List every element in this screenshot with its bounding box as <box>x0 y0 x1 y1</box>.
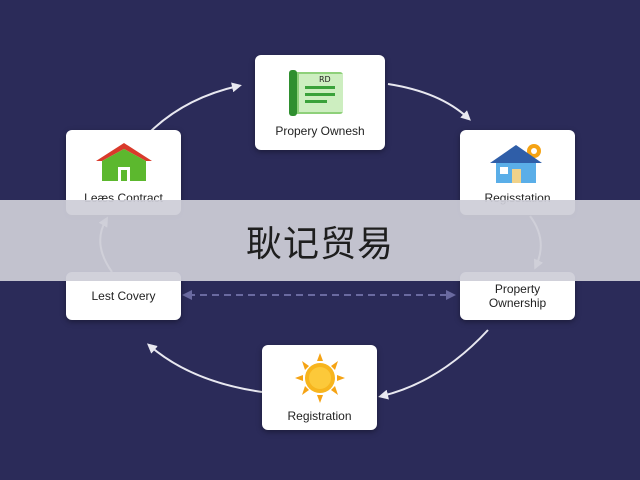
node-label: Propery Ownesh <box>275 123 365 138</box>
arrow-bottom-to-leftbottom <box>146 343 263 393</box>
arrow-top-to-righttop <box>387 83 471 121</box>
green-house-icon <box>95 142 152 181</box>
property-document-icon: RD <box>289 69 343 116</box>
arrow-lefttop-to-top <box>149 82 242 133</box>
node-label: Lest Covery <box>91 289 156 303</box>
node-property-ownership-top: RD Propery Ownesh <box>255 55 385 150</box>
banner-text: 耿记贸易 <box>245 223 394 265</box>
watermark-banner: 耿记贸易 <box>0 200 640 281</box>
arrow-rightbottom-to-bottom <box>378 329 489 400</box>
node-label-line2: Ownership <box>488 296 547 310</box>
sun-icon <box>294 352 345 403</box>
node-label-line1: Property <box>494 282 541 296</box>
document-mark: RD <box>319 75 331 84</box>
house-with-gear-icon <box>489 143 542 183</box>
node-registration-bottom: Registration <box>262 345 377 430</box>
node-label: Registration <box>287 408 352 423</box>
